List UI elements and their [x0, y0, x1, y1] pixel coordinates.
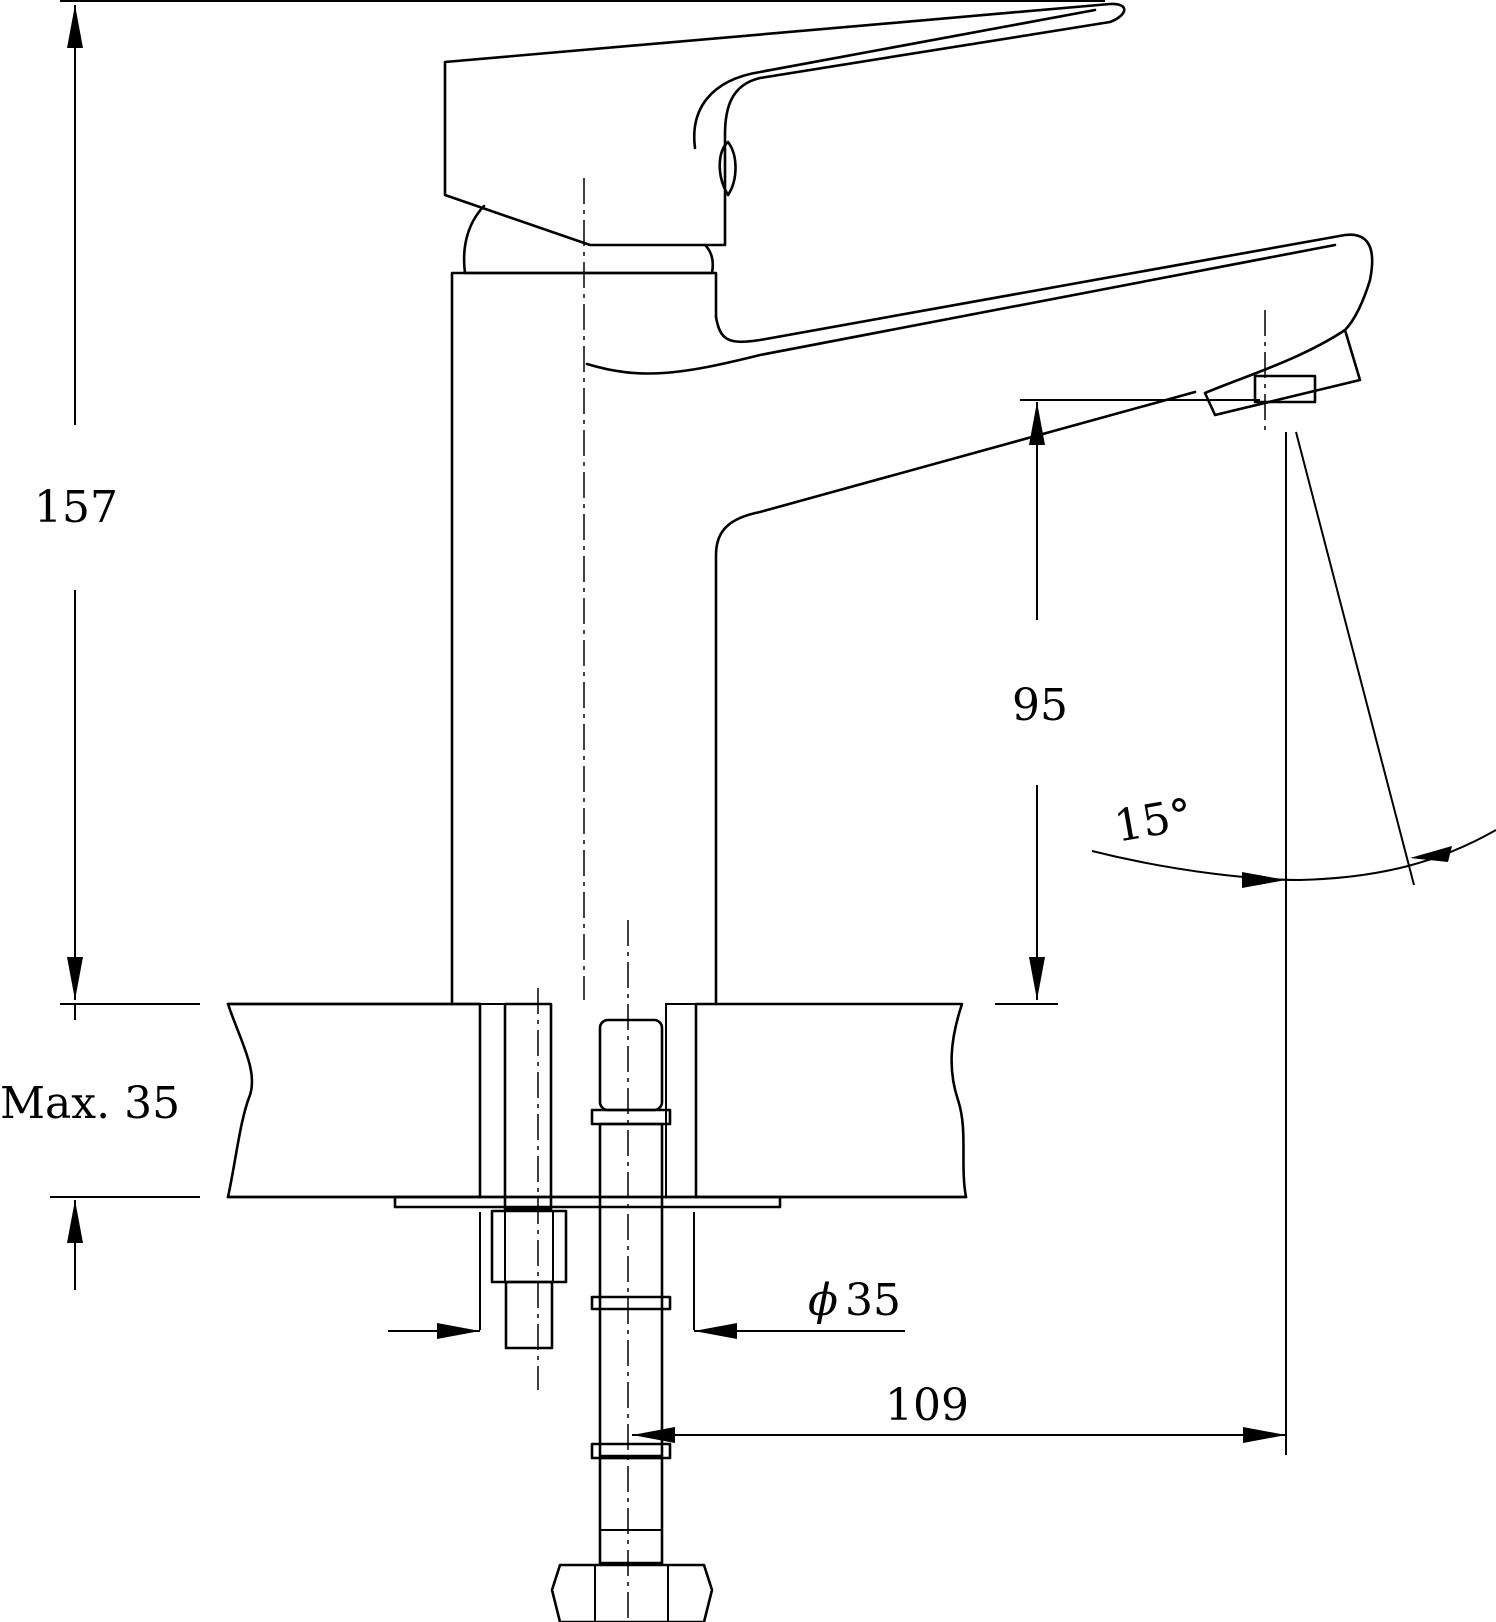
hose-hole-right — [665, 1003, 697, 1198]
countertop-left-block — [226, 1002, 482, 1199]
hose-ferrule-top — [590, 1108, 672, 1126]
aerator — [1203, 328, 1362, 417]
lever-handle-curve — [692, 8, 1097, 150]
dimension-deck-thickness: Max. 35 — [0, 1004, 200, 1290]
stud-tip — [504, 1280, 554, 1350]
mounting-plate — [393, 1195, 782, 1209]
dimension-95-label: 95 — [1012, 680, 1068, 731]
aerator-body — [1203, 328, 1362, 417]
hose-clamp-1 — [590, 1295, 672, 1311]
dimension-35-label: 35 — [845, 1275, 901, 1326]
lever-handle-body — [443, 2, 1126, 247]
lever-handle — [443, 2, 1126, 275]
stud-hole-left — [479, 1003, 506, 1198]
dimension-spout-reach: 109 — [632, 1380, 1286, 1443]
center-lines — [537, 178, 1266, 1622]
dimension-spout-angle: 15° — [1091, 431, 1496, 1455]
hose-hex-connector — [550, 1563, 714, 1622]
dimension-max35-label: Max. 35 — [0, 1078, 180, 1129]
hex-nut — [490, 1209, 568, 1284]
dimension-157-label: 157 — [34, 482, 118, 533]
dimension-hole-diameter: ϕ 35 — [388, 1275, 905, 1339]
mounting-stud-assembly — [479, 1002, 695, 1350]
countertop-section — [226, 1002, 968, 1209]
faucet-body — [443, 2, 1374, 1006]
hose-braid — [598, 1122, 664, 1458]
dimension-spout-height: 95 — [995, 399, 1260, 1005]
flex-hose-assembly — [550, 1003, 714, 1622]
hose-bottom-tube — [598, 1456, 664, 1565]
diameter-symbol: ϕ — [808, 1275, 838, 1326]
dimension-109-label: 109 — [885, 1380, 969, 1431]
dimension-overall-height: 157 — [34, 0, 1105, 1005]
dimension-15deg-label: 15° — [1110, 789, 1196, 853]
spout-upper-surface — [714, 233, 1374, 344]
spout-underside — [585, 243, 1337, 375]
cartridge-dome — [462, 204, 715, 275]
aerator-outlet — [1253, 374, 1317, 404]
handle-pivot-screw — [718, 140, 737, 197]
hose-top-fitting — [598, 1018, 664, 1112]
faucet-spout-outline — [714, 390, 1197, 1006]
countertop-right-block — [694, 1002, 968, 1199]
threaded-stud — [503, 1002, 553, 1211]
